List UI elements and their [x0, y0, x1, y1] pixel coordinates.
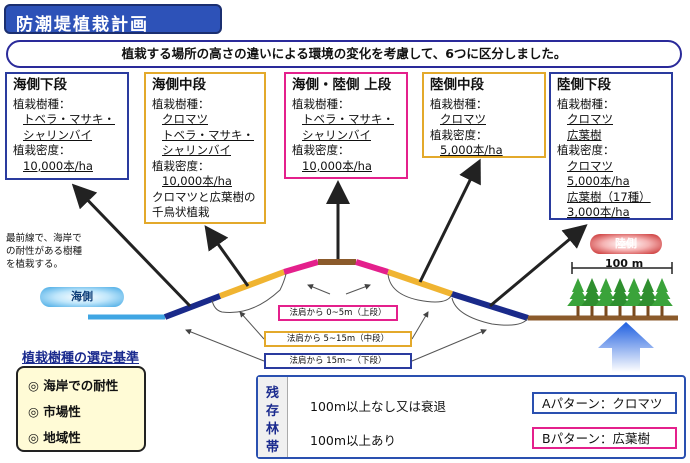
condition-b: 100m以上あり [310, 433, 397, 448]
zone-arrow [185, 329, 265, 362]
tree-trunk [660, 306, 664, 316]
card-title: 陸側中段 [430, 77, 484, 93]
callout-arrow-land-lower [489, 224, 588, 308]
tree-icon [609, 292, 631, 306]
tree-icon [637, 292, 659, 306]
zone-arrow [345, 283, 371, 295]
density-label: 植栽密度： [430, 127, 488, 142]
species-item: トベラ・マサキ・ [162, 127, 254, 142]
card-title: 陸側下段 [557, 77, 611, 93]
note-line: を植栽する。 [6, 259, 64, 270]
species-label: 植栽樹種： [557, 96, 615, 111]
card-land-lower: 陸側下段 植栽樹種： クロマツ 広葉樹 植栽密度： クロマツ 5,000本/ha… [549, 72, 673, 220]
species-item: クロマツ [440, 112, 486, 126]
slope-sea-lower [163, 293, 222, 320]
tree-icon [581, 292, 603, 306]
species-item: 広葉樹 [567, 127, 602, 142]
pattern-b: Bパターン：広葉樹 [532, 427, 677, 449]
up-arrow-icon [598, 322, 654, 372]
slope-land-middle [387, 269, 453, 297]
zone-lower-label: 法肩から 15m~（下段） [264, 353, 412, 369]
callout-arrow-sea-lower [71, 183, 192, 308]
slope-land-upper [355, 259, 389, 275]
density-label: 植栽密度： [152, 158, 210, 173]
species-item: トベラ・マサキ・ [23, 112, 115, 126]
tree-icon [595, 292, 617, 306]
density-label: 植栽密度： [13, 143, 71, 157]
tree-trunk [632, 306, 636, 316]
forest-width-label: 100 m [605, 257, 644, 270]
species-item: シャリンバイ [23, 127, 92, 142]
species-label: 植栽樹種： [152, 96, 210, 111]
card-land-middle: 陸側中段 植栽樹種： クロマツ 植栽密度： 5,000本/ha [422, 72, 546, 158]
tree-trunk [590, 306, 594, 316]
criteria-box: ◎ 海岸での耐性 ◎ 市場性 ◎ 地域性 [16, 366, 146, 452]
card-crest: 海側・陸側 上段 植栽樹種： トベラ・マサキ・ シャリンバイ 植栽密度： 10,… [284, 72, 408, 179]
species-item: シャリンバイ [302, 127, 371, 142]
tree-trunk [576, 306, 580, 316]
callout-arrow-sea-middle [204, 225, 250, 287]
remaining-forest-label-text: 残存林帯 [265, 386, 279, 455]
density-value: クロマツ [567, 158, 613, 173]
density-value: 10,000本/ha [302, 158, 372, 173]
species-item: シャリンバイ [162, 143, 231, 157]
condition-a: 100m以上なし又は衰退 [310, 399, 447, 414]
remaining-forest-panel [256, 375, 686, 459]
species-item: クロマツ [567, 112, 613, 126]
species-item: クロマツ [162, 112, 208, 126]
zone-arrow [239, 311, 265, 340]
zone-middle-label: 法肩から 5~15m（中段） [264, 331, 412, 347]
species-label: 植栽樹種： [13, 96, 71, 111]
card-title: 海側下段 [13, 77, 67, 93]
density-value: 広葉樹（17種） [567, 189, 651, 204]
brace-sea-middle [211, 273, 287, 314]
species-item: トベラ・マサキ・ [302, 112, 394, 126]
criteria-item: ◎ 市場性 [28, 404, 81, 419]
tree-trunk [604, 306, 608, 316]
zone-upper-label: 法肩から 0~5m（上段） [278, 305, 398, 321]
density-value: 5,000本/ha [440, 143, 503, 157]
tree-trunk [646, 306, 650, 316]
tree-icon [623, 292, 645, 306]
land-side-label: 陸側 [590, 234, 662, 254]
brace-land-middle [387, 273, 453, 303]
criteria-title: 植栽樹種の選定基準 [22, 351, 140, 366]
zone-arrow [411, 329, 487, 362]
slope-sea-middle [218, 269, 286, 299]
pattern-a: Aパターン：クロマツ [532, 392, 677, 414]
density-label: 植栽密度： [292, 143, 350, 157]
card-sea-middle: 海側中段 植栽樹種： クロマツ トベラ・マサキ・ シャリンバイ 植栽密度： 10… [144, 72, 266, 224]
zone-arrow [307, 284, 331, 295]
density-value: 3,000本/ha [567, 205, 630, 219]
frontline-note: 最前線で、海岸で の耐性がある樹種 を植栽する。 [6, 232, 124, 271]
zone-arrow [411, 311, 429, 340]
card-note: 千鳥状植栽 [152, 205, 210, 219]
species-label: 植栽樹種： [430, 96, 488, 111]
density-value: 10,000本/ha [23, 158, 93, 173]
callout-arrow-land-middle [418, 158, 481, 283]
remaining-forest-label: 残存林帯 [258, 377, 288, 457]
forest-trees [567, 278, 673, 316]
tree-trunk [618, 306, 622, 316]
slope-sea-upper [283, 259, 319, 275]
criteria-item: ◎ 地域性 [28, 430, 81, 445]
tree-icon [567, 292, 589, 306]
species-label: 植栽樹種： [292, 96, 350, 111]
card-note: クロマツと広葉樹の [152, 189, 256, 204]
note-line: の耐性がある樹種 [6, 246, 83, 257]
tree-icon [651, 292, 673, 306]
brace-land-lower [451, 297, 529, 326]
density-label: 植栽密度： [557, 143, 615, 157]
card-title: 海側中段 [152, 77, 206, 93]
sea-side-label: 海側 [40, 287, 124, 307]
summary-banner: 植栽する場所の高さの違いによる環境の変化を考慮して、6つに区分しました。 [6, 40, 682, 68]
card-sea-lower: 海側下段 植栽樹種： トベラ・マサキ・ シャリンバイ 植栽密度： 10,000本… [5, 72, 129, 180]
density-value: 5,000本/ha [567, 174, 630, 188]
note-line: 最前線で、海岸で [6, 233, 82, 244]
card-title: 海側・陸側 上段 [292, 77, 392, 93]
density-value: 10,000本/ha [162, 174, 232, 188]
criteria-item: ◎ 海岸での耐性 [28, 378, 119, 393]
page-title: 防潮堤植栽計画 [4, 4, 222, 35]
